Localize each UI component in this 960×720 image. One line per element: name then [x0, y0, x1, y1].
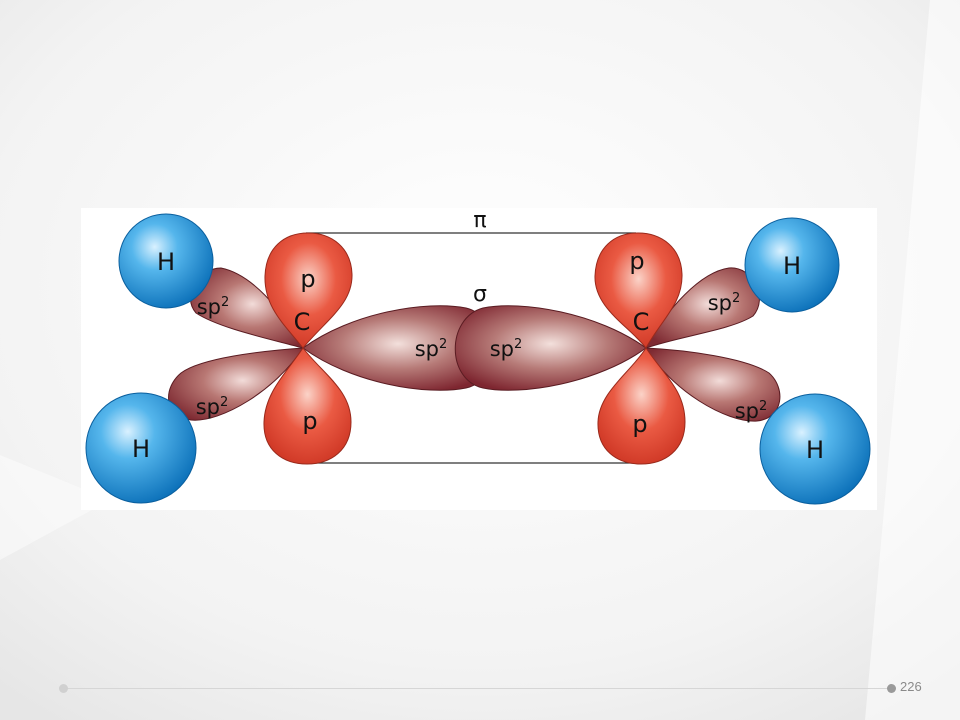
- hydrogen-atom-bottom-left: [85, 392, 197, 504]
- ethene-orbital-diagram: π σ H H H H C C p p p p sp2 sp2 sp2 sp2 …: [81, 208, 877, 510]
- carbon-label-right: C: [633, 308, 650, 336]
- sp2-label-right-upper: sp2: [708, 291, 741, 315]
- pi-bond-label: π: [473, 208, 486, 233]
- footer-dot-right: [887, 684, 896, 693]
- carbon-label-left: C: [294, 308, 311, 336]
- sp2-label-left-lower: sp2: [196, 395, 229, 419]
- footer-dot-left: [59, 684, 68, 693]
- hydrogen-label-bottom-right: H: [806, 436, 824, 464]
- sigma-sp2-lobe-right: [454, 305, 647, 391]
- p-label-left-top: p: [300, 265, 315, 293]
- hydrogen-label-top-left: H: [157, 248, 175, 276]
- page-number: 226: [900, 679, 922, 694]
- sp2-label-sigma-right: sp2: [490, 337, 523, 361]
- left-p-lobe-bottom: [263, 347, 352, 465]
- p-label-left-bottom: p: [302, 407, 317, 435]
- hydrogen-atom-top-right: [744, 217, 840, 313]
- sp2-label-left-upper: sp2: [197, 295, 230, 319]
- hydrogen-label-bottom-left: H: [132, 435, 150, 463]
- p-label-right-top: p: [629, 247, 644, 275]
- right-lower-sp2-lobe: [645, 347, 781, 422]
- p-label-right-bottom: p: [632, 410, 647, 438]
- right-p-lobe-bottom: [597, 347, 686, 465]
- hydrogen-atom-bottom-right: [759, 393, 871, 505]
- left-p-lobe-top: [264, 232, 353, 349]
- right-p-lobe-top: [594, 232, 683, 349]
- sp2-label-right-lower: sp2: [735, 399, 768, 423]
- hydrogen-atom-top-left: [118, 213, 214, 309]
- sp2-label-sigma-left: sp2: [415, 337, 448, 361]
- hydrogen-label-top-right: H: [783, 252, 801, 280]
- footer-divider: [64, 688, 892, 689]
- sigma-bond-label: σ: [473, 282, 487, 307]
